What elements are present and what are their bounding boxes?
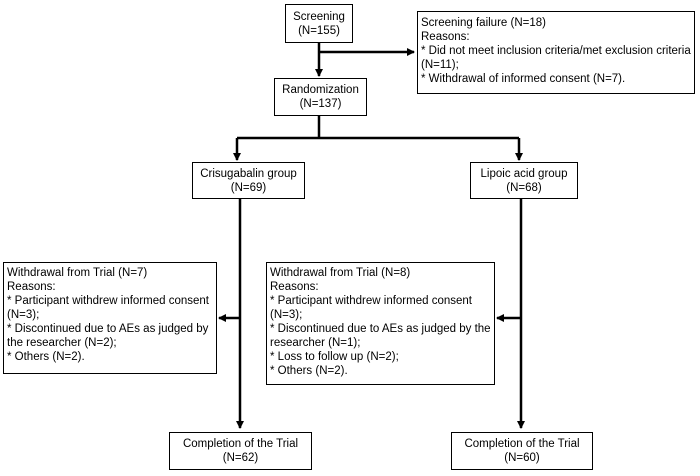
- lipoic-title: Lipoic acid group: [480, 167, 568, 180]
- completion-crisugabalin-title: Completion of the Trial: [182, 438, 299, 450]
- completion-crisugabalin-box: Completion of the Trial (N=62): [169, 432, 312, 470]
- screening-failure-reasons-label: Reasons:: [421, 31, 470, 43]
- crisugabalin-count: (N=69): [230, 181, 267, 194]
- lipoic-group-box: Lipoic acid group (N=68): [470, 162, 578, 199]
- completion-crisugabalin-count: (N=62): [222, 452, 259, 464]
- randomization-title: Randomization: [282, 84, 359, 96]
- withdrawal-crisugabalin-reason: * Discontinued due to AEs as judged by t…: [7, 323, 209, 349]
- screening-failure-reason: * Did not meet inclusion criteria/met ex…: [421, 45, 691, 71]
- screening-failure-title: Screening failure (N=18): [421, 17, 546, 29]
- withdrawal-crisugabalin-reasons-label: Reasons:: [7, 281, 56, 293]
- withdrawal-lipoic-reason: * Participant withdrew informed consent …: [270, 295, 472, 321]
- screening-failure-box: Screening failure (N=18) Reasons: * Did …: [417, 11, 695, 94]
- lipoic-count: (N=68): [506, 181, 542, 194]
- randomization-count: (N=137): [299, 98, 342, 110]
- screening-box: Screening (N=155): [285, 4, 353, 43]
- completion-lipoic-box: Completion of the Trial (N=60): [451, 432, 593, 470]
- screening-title: Screening: [293, 10, 345, 23]
- crisugabalin-group-box: Crisugabalin group (N=69): [192, 162, 305, 199]
- withdrawal-lipoic-reasons-label: Reasons:: [270, 281, 319, 293]
- randomization-box: Randomization (N=137): [274, 78, 367, 116]
- completion-lipoic-title: Completion of the Trial: [464, 438, 580, 450]
- withdrawal-crisugabalin-reason: * Participant withdrew informed consent …: [7, 295, 209, 321]
- withdrawal-lipoic-reason: * Discontinued due to AEs as judged by t…: [270, 323, 491, 349]
- withdrawal-lipoic-reason: * Others (N=2).: [270, 365, 348, 377]
- withdrawal-lipoic-title: Withdrawal from Trial (N=8): [270, 267, 411, 279]
- completion-lipoic-count: (N=60): [504, 452, 540, 464]
- withdrawal-crisugabalin-title: Withdrawal from Trial (N=7): [7, 267, 148, 279]
- withdrawal-lipoic-box: Withdrawal from Trial (N=8) Reasons: * P…: [266, 262, 495, 385]
- withdrawal-lipoic-reason: * Loss to follow up (N=2);: [270, 351, 399, 363]
- screening-count: (N=155): [298, 24, 340, 37]
- crisugabalin-title: Crisugabalin group: [200, 167, 297, 180]
- withdrawal-crisugabalin-box: Withdrawal from Trial (N=7) Reasons: * P…: [3, 262, 217, 374]
- withdrawal-crisugabalin-reason: * Others (N=2).: [7, 351, 85, 363]
- screening-failure-reason: * Withdrawal of informed consent (N=7).: [421, 73, 626, 85]
